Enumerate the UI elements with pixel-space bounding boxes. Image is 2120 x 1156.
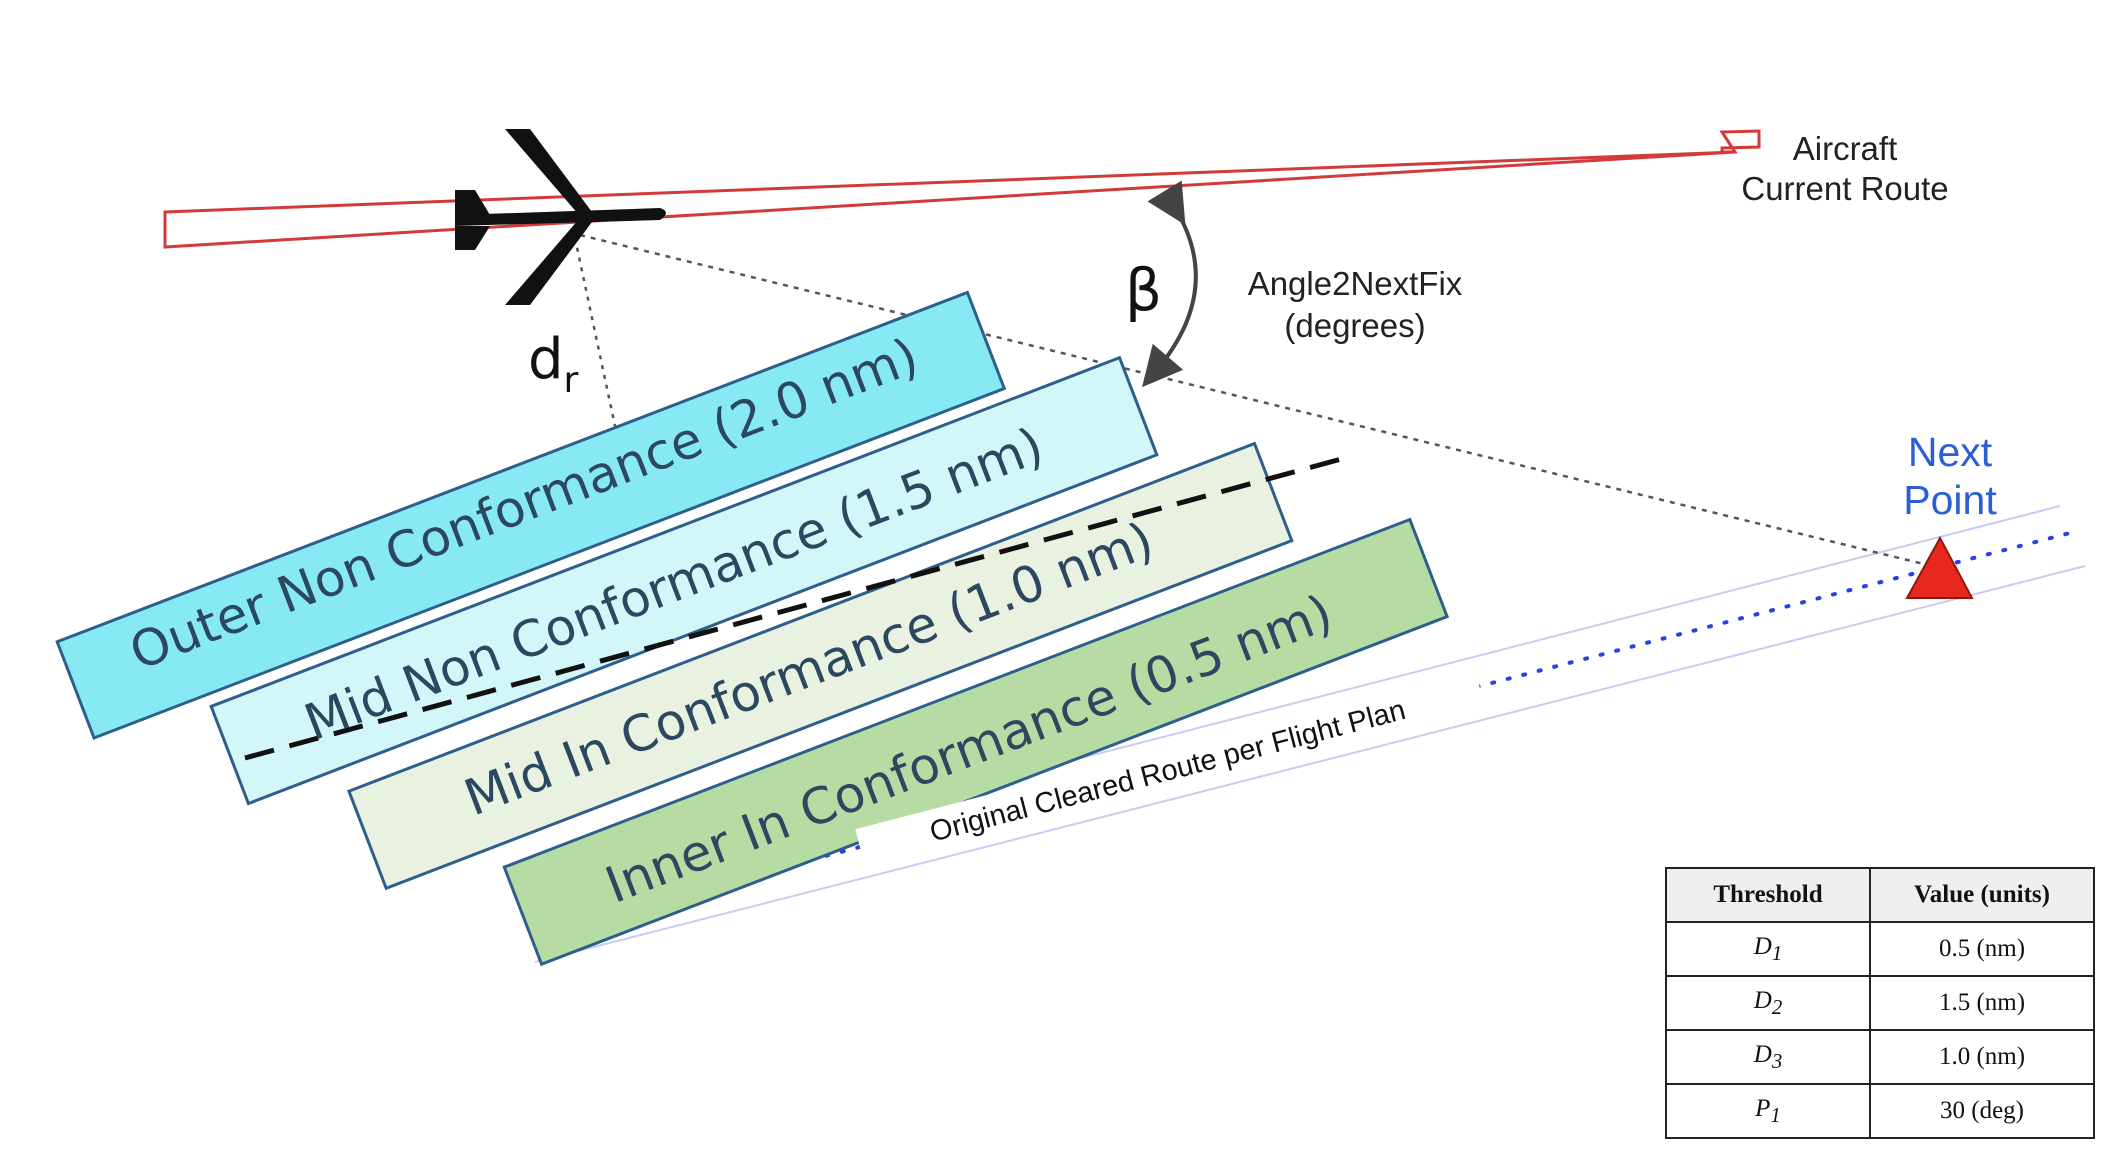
- threshold-value: 1.0 (nm): [1869, 1029, 2095, 1085]
- band-inner-in-conformance: [502, 517, 1450, 967]
- table-row: P1 30 (deg): [1665, 1083, 2095, 1139]
- angle-label-line1: Angle2NextFix: [1248, 265, 1463, 302]
- table-header-row: Threshold Value (units): [1665, 867, 2095, 923]
- aircraft-current-route: [163, 129, 1761, 249]
- dr-distance-line: [573, 237, 620, 441]
- next-point-label-line1: Next: [1908, 429, 1993, 475]
- table-header: Value (units): [1869, 867, 2095, 923]
- next-point-label-line2: Point: [1903, 477, 1997, 523]
- triangle-icon: [1905, 535, 1974, 599]
- beta-symbol: β: [1125, 256, 1162, 324]
- current-route-label-line2: Current Route: [1741, 170, 1948, 207]
- table-row: D1 0.5 (nm): [1665, 921, 2095, 977]
- current-route-label-line1: Aircraft: [1793, 130, 1898, 167]
- threshold-symbol: P1: [1665, 1083, 1871, 1139]
- cleared-route-label-bg: [855, 667, 1485, 869]
- beta-angle-arc: [1142, 180, 1198, 388]
- threshold-value: 30 (deg): [1869, 1083, 2095, 1139]
- threshold-symbol: D2: [1665, 975, 1871, 1031]
- table-row: D3 1.0 (nm): [1665, 1029, 2095, 1085]
- table-row: D2 1.5 (nm): [1665, 975, 2095, 1031]
- angle-label-line2: (degrees): [1284, 307, 1425, 344]
- line-to-next-point: [579, 233, 1941, 570]
- cleared-route-edge-lower: [534, 565, 2086, 963]
- band-mid-in-conformance: [346, 441, 1294, 891]
- band-outer-non-conformance: [55, 290, 1007, 740]
- airplane-icon: [455, 129, 666, 305]
- threshold-value: 0.5 (nm): [1869, 921, 2095, 977]
- threshold-symbol: D1: [1665, 921, 1871, 977]
- band-mid-non-conformance: [209, 355, 1159, 806]
- dr-label: dr: [528, 327, 579, 401]
- threshold-table: Threshold Value (units) D1 0.5 (nm) D2 1…: [1665, 867, 2095, 1139]
- table-header: Threshold: [1665, 867, 1871, 923]
- threshold-symbol: D3: [1665, 1029, 1871, 1085]
- threshold-value: 1.5 (nm): [1869, 975, 2095, 1031]
- conformance-boundary-line: [244, 455, 1346, 761]
